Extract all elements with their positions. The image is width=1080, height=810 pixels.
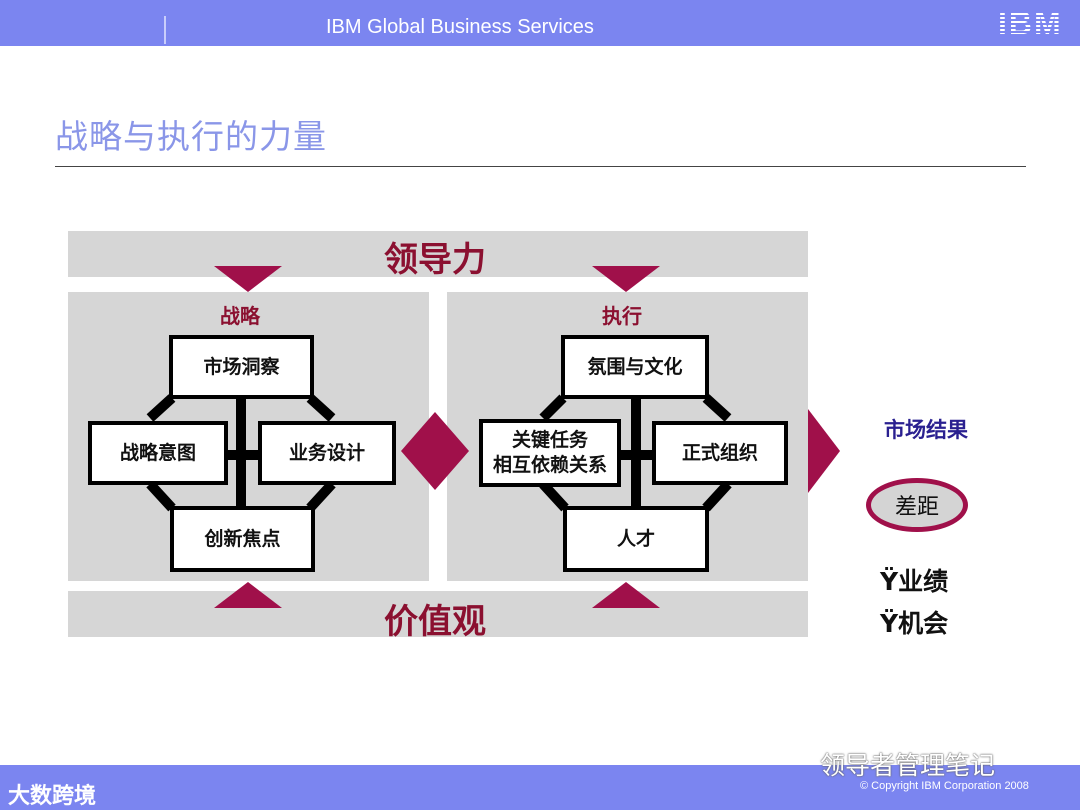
copyright-text: © Copyright IBM Corporation 2008 (860, 780, 1029, 792)
strategic-intent-label: 战略意图 (119, 441, 196, 464)
market-insight-label: 市场洞察 (203, 355, 280, 378)
values-arrow-strategy (214, 582, 282, 608)
strategy-diag-tl (146, 394, 176, 422)
critical-tasks-line1: 关键任务 (511, 429, 588, 452)
gap-label: 差距 (894, 495, 939, 520)
talent-box: 人才 (563, 506, 709, 572)
leadership-arrow-strategy (214, 266, 282, 292)
gap-oval: 差距 (866, 478, 968, 532)
outcome-opportunity: Ÿ机会 (880, 609, 949, 638)
watermark-left: 大数跨境 (8, 784, 97, 809)
title-rule (55, 166, 1026, 167)
market-result-label: 市场结果 (884, 418, 968, 442)
talent-label: 人才 (616, 527, 655, 550)
result-arrow (808, 409, 840, 493)
critical-tasks-line2: 相互依赖关系 (492, 454, 607, 476)
leadership-band (68, 231, 808, 277)
innovation-focus-label: 创新焦点 (204, 527, 281, 550)
execution-connectors (539, 394, 732, 512)
strategy-diag-bl (146, 480, 176, 512)
leadership-arrow-execution (592, 266, 660, 292)
footer-bar (0, 765, 1080, 810)
header-bar: IBM Global Business Services IBM (0, 0, 1080, 46)
innovation-focus-box: 创新焦点 (170, 506, 315, 572)
outcome-performance: Ÿ业绩 (880, 567, 949, 596)
strategy-title: 战略 (220, 304, 260, 328)
business-design-box: 业务设计 (258, 421, 396, 485)
strategy-connectors (146, 394, 336, 512)
strategy-execution-diamond (401, 412, 469, 490)
strategic-intent-box: 战略意图 (88, 421, 228, 485)
execution-title: 执行 (602, 304, 642, 328)
header-service-name: IBM Global Business Services (326, 16, 594, 38)
execution-diag-tl (539, 394, 567, 422)
execution-diag-tr (702, 394, 732, 422)
climate-culture-label: 氛围与文化 (587, 355, 683, 378)
execution-diag-br (702, 480, 732, 512)
leadership-label: 领导力 (384, 240, 486, 280)
values-band (68, 591, 808, 637)
formal-organization-label: 正式组织 (681, 441, 758, 464)
ibm-logo: IBM (998, 5, 1063, 41)
critical-tasks-box: 关键任务 相互依赖关系 (479, 419, 621, 487)
values-label: 价值观 (384, 602, 486, 642)
market-insight-box: 市场洞察 (169, 335, 314, 399)
business-design-label: 业务设计 (288, 441, 365, 464)
execution-diag-bl (539, 480, 569, 512)
slide-title: 战略与执行的力量 (55, 117, 327, 156)
formal-organization-box: 正式组织 (652, 421, 788, 485)
header-divider (164, 16, 166, 44)
strategy-diag-tr (306, 394, 336, 422)
watermark-right: 领导者管理笔记 (820, 751, 996, 780)
strategy-diag-br (306, 480, 336, 512)
climate-culture-box: 氛围与文化 (561, 335, 709, 399)
values-arrow-execution (592, 582, 660, 608)
